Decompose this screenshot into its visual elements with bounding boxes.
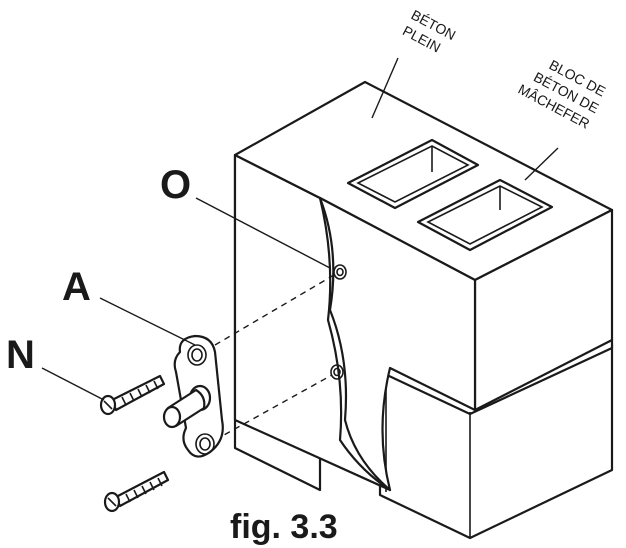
strike-plate <box>162 334 224 458</box>
alignment-lines <box>214 274 335 441</box>
label-cinder-block: BLOC DE BÉTON DE MÂCHEFER <box>516 57 609 132</box>
label-solid-concrete: BÉTON PLEIN <box>400 7 458 56</box>
label-a: A <box>62 265 91 309</box>
lower-screw <box>103 470 170 513</box>
upper-screw <box>99 374 166 416</box>
block-cavities <box>346 138 554 252</box>
leader-lines <box>41 57 559 401</box>
figure-caption: fig. 3.3 <box>230 508 338 546</box>
label-o: O <box>160 163 191 207</box>
wall-anchor-holes <box>330 264 347 380</box>
label-n: N <box>6 333 35 377</box>
